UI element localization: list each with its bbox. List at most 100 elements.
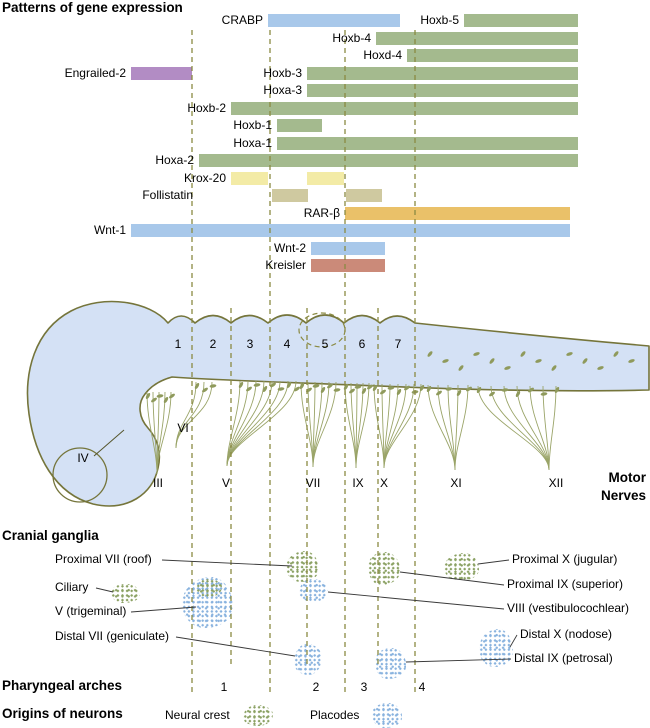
ganglion-distal-ix — [375, 648, 406, 679]
rootlet-dot — [349, 388, 355, 394]
nerve-fiber — [226, 380, 241, 467]
nerve-fiber — [355, 382, 364, 469]
nerve-label-IV: IV — [77, 451, 89, 465]
rootlet-dot — [597, 366, 604, 370]
nerve-fiber — [307, 381, 314, 468]
gene-label-Hoxb-2: Hoxb-2 — [187, 101, 226, 115]
nerve-fiber — [355, 382, 370, 469]
cranial-ganglia-title: Cranial ganglia — [2, 528, 99, 543]
motor-nerves-title-line2: Nerves — [600, 488, 646, 503]
ganglion-viii — [299, 579, 328, 602]
rootlet-dot — [396, 388, 402, 396]
nerve-fiber — [383, 383, 391, 469]
rootlet-dot — [404, 385, 410, 391]
ganglion-label-left: V (trigeminal) — [55, 604, 127, 618]
nerve-fiber — [226, 380, 297, 467]
nerve-fiber — [156, 391, 160, 475]
nerve-fiber — [175, 381, 205, 449]
rootlet-dot — [520, 351, 526, 357]
nerve-fiber — [312, 381, 337, 468]
gene-label-Hoxb-1: Hoxb-1 — [233, 118, 272, 132]
nerve-fiber — [226, 380, 257, 467]
rootlet-dot — [456, 389, 462, 397]
nerve-label-V: V — [221, 476, 231, 490]
gene-bar-Wnt-1 — [131, 224, 570, 237]
nerve-fiber — [490, 385, 550, 471]
rootlet-dot — [333, 388, 341, 392]
ganglion-distal-vii — [294, 644, 322, 675]
gene-bar-Follistatin — [272, 189, 308, 202]
rootlet-dot — [209, 384, 217, 388]
nerve-fiber — [427, 384, 456, 471]
rootlet-dot — [286, 381, 292, 389]
nerve-fiber — [437, 384, 456, 471]
gene-label-Hoxb-3: Hoxb-3 — [263, 66, 302, 80]
gene-label-Follistatin: Follistatin — [142, 188, 193, 202]
origin-label-neural-crest: Neural crest — [165, 708, 230, 722]
rootlet-dot — [306, 387, 312, 393]
gene-label-Engrailed-2: Engrailed-2 — [64, 66, 126, 80]
rootlet-dot — [582, 358, 588, 364]
nerve-fiber — [226, 380, 249, 467]
nerve-fiber — [156, 391, 166, 475]
rootlet-dot — [436, 390, 442, 396]
gene-bar-Engrailed-2 — [131, 67, 192, 80]
rootlet-dot — [380, 389, 386, 395]
rootlet-dot — [613, 351, 619, 357]
rootlet-dot — [312, 384, 320, 388]
rootlet-dot — [411, 390, 419, 394]
leader-line — [327, 591, 505, 610]
arch-number-3: 3 — [360, 680, 368, 694]
rootlet-dot — [194, 382, 200, 390]
gene-label-Hoxa-2: Hoxa-2 — [155, 153, 194, 167]
nerve-label-VII: VII — [305, 476, 321, 490]
ganglion-label-right: Distal IX (petrosal) — [514, 651, 613, 665]
nerve-fiber — [312, 381, 323, 468]
gene-bar-Hoxb-2 — [231, 102, 578, 115]
nerve-fiber — [156, 391, 172, 475]
gene-label-Hoxb-4: Hoxb-4 — [332, 31, 371, 45]
gene-label-Kreisler: Kreisler — [265, 258, 306, 272]
ganglion-ciliary — [111, 584, 140, 603]
rootlet-dot — [445, 387, 453, 391]
rootlet-dot — [489, 391, 495, 397]
rootlet-dot — [151, 397, 157, 403]
gene-bar-Krox-20 — [231, 172, 268, 185]
rootlet-dot — [238, 381, 244, 389]
leader-line — [477, 559, 510, 565]
rhombomere-number-2: 2 — [209, 337, 217, 351]
origins-of-neurons-title: Origins of neurons — [2, 706, 123, 721]
nerve-fiber — [312, 381, 316, 468]
nerve-fiber — [383, 383, 415, 469]
rootlet-dot — [458, 365, 464, 371]
ganglion-label-left: Ciliary — [55, 580, 89, 594]
origin-swatch-neural-crest — [243, 705, 273, 726]
gene-bar-Wnt-2 — [311, 242, 385, 255]
rootlet-dot — [372, 384, 378, 392]
ganglion-label-right: VIII (vestibulocochlear) — [507, 601, 630, 615]
gene-label-Wnt-2: Wnt-2 — [273, 241, 306, 255]
rootlet-dot — [270, 382, 276, 388]
ganglion-label-right: Proximal X (jugular) — [512, 552, 618, 566]
nerve-fiber — [226, 380, 281, 467]
gene-bar-Follistatin — [346, 189, 382, 202]
origin-swatch-placode — [372, 703, 402, 728]
rootlet-dot — [628, 359, 635, 363]
nerve-label-X: X — [379, 476, 389, 490]
rootlet-dot — [501, 388, 509, 392]
rootlet-dot — [202, 387, 208, 393]
rootlet-dot — [566, 352, 573, 356]
figure-title: Patterns of gene expression — [2, 0, 183, 15]
rootlet-dot — [361, 387, 367, 395]
gene-label-Wnt-1: Wnt-1 — [93, 223, 126, 237]
rootlet-dot — [145, 392, 151, 400]
nerve-fiber — [373, 383, 385, 469]
gene-bar-RAR-β — [345, 207, 570, 220]
nerve-fiber — [503, 385, 550, 471]
rootlet-dot — [246, 386, 252, 392]
gene-label-Krox-20: Krox-20 — [183, 171, 226, 185]
rootlet-dot — [343, 383, 349, 391]
rootlet-dot — [156, 394, 164, 398]
nerve-label-XII: XII — [548, 476, 564, 490]
ganglion-proximal-x — [444, 553, 479, 581]
